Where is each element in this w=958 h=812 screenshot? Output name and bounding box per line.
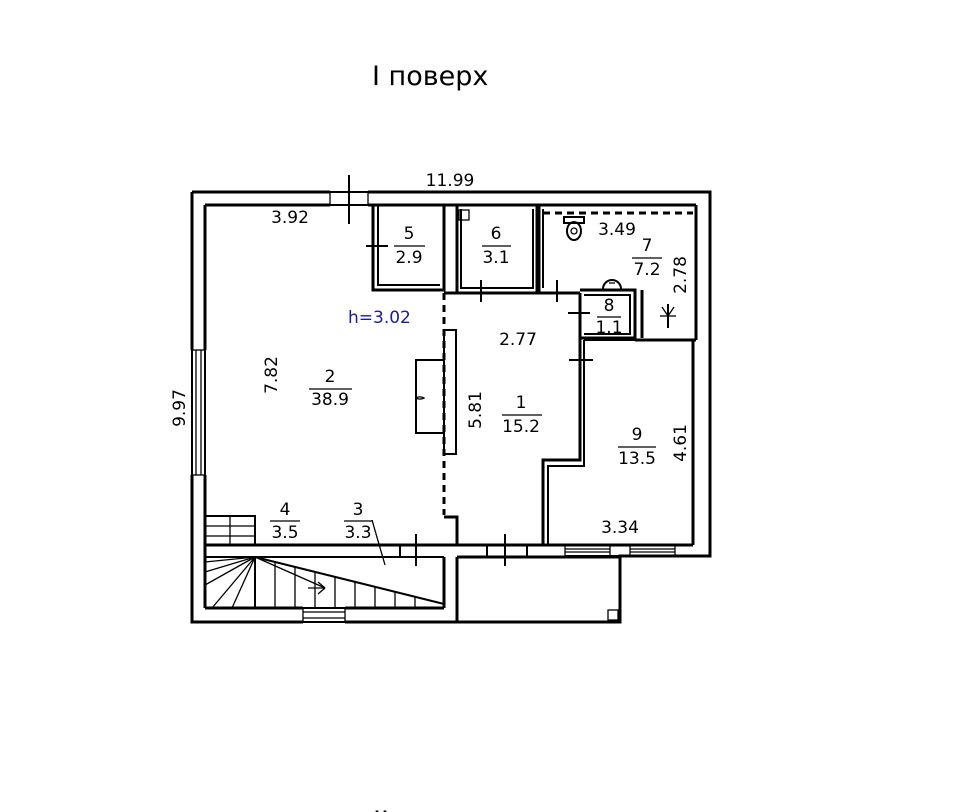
room-area: 13.5	[618, 449, 656, 469]
staircase	[204, 515, 445, 609]
room9-width-dim: 3.34	[601, 518, 639, 538]
toilet-icon	[563, 216, 585, 241]
room-area: 3.3	[344, 523, 371, 543]
interior-walls	[205, 205, 696, 622]
room1-width-dim: 2.77	[499, 330, 537, 350]
room-number: 9	[632, 425, 643, 445]
room-number: 1	[516, 393, 527, 413]
room-area: 7.2	[633, 260, 660, 280]
floor-title: I поверх	[372, 61, 488, 92]
drain-icon	[660, 304, 676, 328]
overall-height-dim: 9.97	[170, 389, 190, 427]
sink-icon	[602, 279, 622, 290]
ceiling-height-label: h=3.02	[348, 308, 411, 328]
next-floor-title: II	[373, 806, 389, 812]
room-area: 3.1	[482, 248, 509, 268]
room-area: 38.9	[311, 390, 349, 410]
room-number: 4	[280, 500, 291, 520]
room-number: 7	[642, 236, 653, 256]
overall-width-dim: 11.99	[426, 171, 475, 191]
room-number: 5	[404, 224, 415, 244]
room9-length-dim: 4.61	[671, 424, 691, 462]
room-number: 2	[325, 367, 336, 387]
room-area: 15.2	[502, 417, 540, 437]
room-number: 3	[353, 500, 364, 520]
room7-width-dim: 3.49	[598, 220, 636, 240]
room2-width-dim: 3.92	[271, 208, 309, 228]
room2-length-dim: 7.82	[262, 356, 282, 394]
room-number: 6	[491, 224, 502, 244]
room-area: 2.9	[395, 248, 422, 268]
dimension-labels: 11.99 3.92 9.97 7.82 5.81 2.77 3.49 2.78…	[170, 171, 691, 538]
room7-length-dim: 2.78	[671, 256, 691, 294]
room1-length-dim: 5.81	[466, 391, 486, 429]
room-labels: 5 2.9 6 3.1 7 7.2 8 1.1 2 38.9 1 15.2 9 …	[270, 224, 662, 543]
room-area: 1.1	[595, 318, 622, 338]
door-marks	[348, 175, 593, 566]
window-left	[190, 349, 207, 476]
room-area: 3.5	[271, 523, 298, 543]
room-number: 8	[604, 296, 615, 316]
fireplace	[415, 359, 445, 434]
window-bottom	[302, 606, 346, 624]
window-room9	[564, 544, 676, 557]
